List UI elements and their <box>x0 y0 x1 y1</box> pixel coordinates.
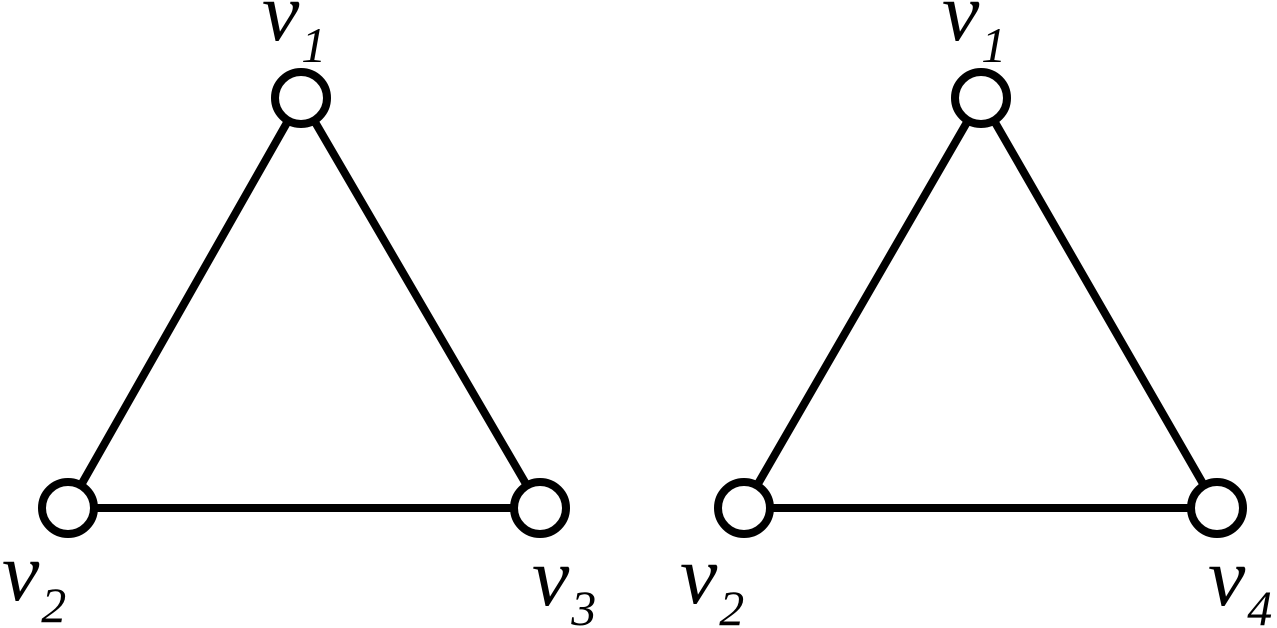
vertex-label-index: 1 <box>981 17 1006 73</box>
vertex-label-left-v2: v2 <box>2 526 66 628</box>
graph-right: v1 v2 v4 <box>680 0 1272 628</box>
vertex-right-v2 <box>714 478 774 538</box>
vertex-label-right-v4: v4 <box>1208 531 1272 628</box>
vertex-label-index: 4 <box>1247 580 1272 628</box>
edge-left-v1-v2 <box>64 94 305 512</box>
vertex-label-right-v2: v2 <box>680 529 744 628</box>
graph-left: v1 v2 v3 <box>2 0 596 628</box>
edge-right-v1-v2 <box>740 94 985 512</box>
vertex-left-v1 <box>271 68 331 128</box>
vertex-left-v3 <box>510 478 570 538</box>
vertex-label-index: 3 <box>570 580 596 628</box>
vertex-label-left-v3: v3 <box>532 531 596 628</box>
vertex-label-right-v1: v1 <box>942 0 1006 73</box>
edge-left-v1-v3 <box>297 94 544 512</box>
vertex-left-v2 <box>38 478 98 538</box>
vertex-label-name: v <box>942 0 980 59</box>
vertex-label-index: 2 <box>719 580 744 628</box>
vertex-label-name: v <box>680 529 718 622</box>
vertex-label-left-v1: v1 <box>262 0 326 73</box>
vertex-label-index: 1 <box>301 17 326 73</box>
vertex-label-name: v <box>262 0 300 59</box>
vertex-label-name: v <box>2 526 40 619</box>
vertex-right-v1 <box>951 68 1011 128</box>
edge-right-v1-v4 <box>977 94 1221 512</box>
vertex-right-v4 <box>1187 478 1247 538</box>
vertex-label-index: 2 <box>41 577 66 628</box>
vertex-label-name: v <box>532 531 570 624</box>
vertex-label-name: v <box>1208 531 1246 624</box>
